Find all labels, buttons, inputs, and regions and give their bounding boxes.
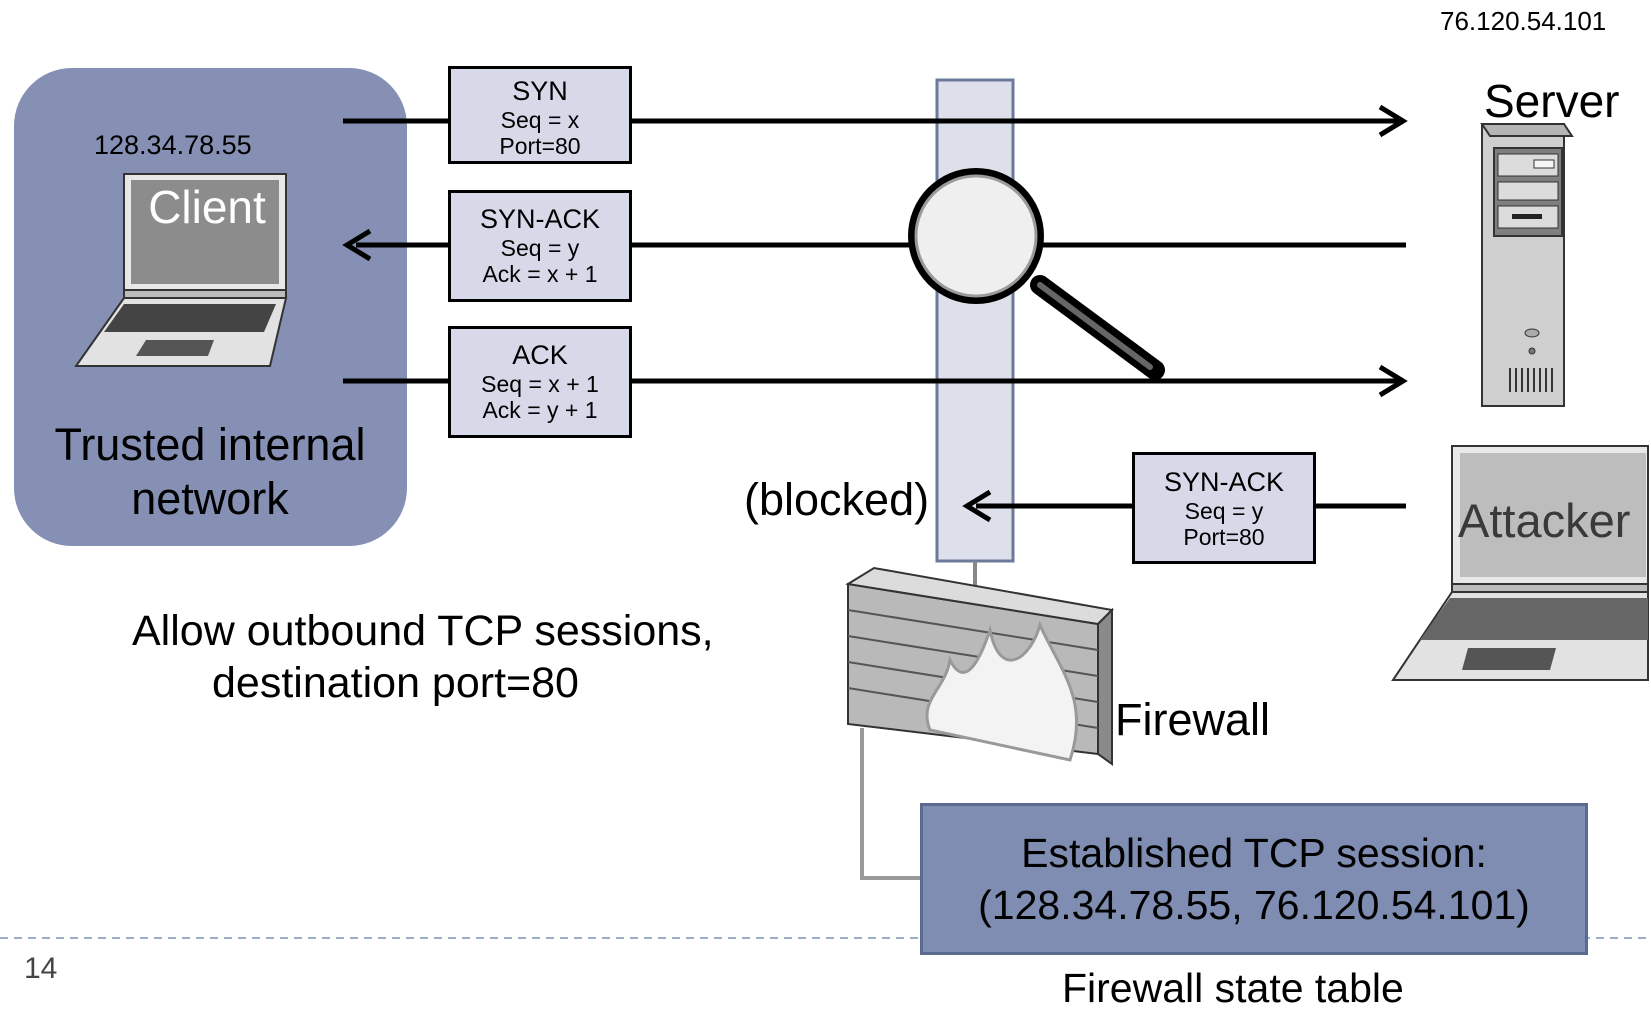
message-line: Port=80 bbox=[1183, 524, 1265, 550]
message-title: SYN bbox=[512, 76, 568, 106]
firewall-label: Firewall bbox=[1115, 694, 1271, 745]
client-label: Client bbox=[148, 181, 266, 233]
attacker-label: Attacker bbox=[1458, 494, 1631, 547]
blocked-label: (blocked) bbox=[744, 474, 930, 525]
page-number: 14 bbox=[24, 952, 58, 985]
firewall-policy: Allow outbound TCP sessions, destination… bbox=[132, 605, 714, 709]
state-table-line-2: (128.34.78.55, 76.120.54.101) bbox=[978, 882, 1530, 928]
message-line: Seq = y bbox=[500, 235, 580, 261]
firewall-wall-icon bbox=[845, 566, 1115, 766]
policy-line-1: Allow outbound TCP sessions, bbox=[132, 607, 714, 655]
trusted-network-line-1: Trusted internal bbox=[54, 419, 366, 470]
message-line: Seq = x + 1 bbox=[481, 371, 599, 397]
message-line: Ack = x + 1 bbox=[482, 261, 598, 287]
magnifying-glass-icon bbox=[908, 168, 1165, 380]
state-table-box: Established TCP session: (128.34.78.55, … bbox=[920, 803, 1588, 955]
client-laptop-icon bbox=[74, 173, 288, 367]
message-title: ACK bbox=[512, 340, 568, 370]
message-line: Port=80 bbox=[499, 133, 581, 159]
policy-line-2: destination port=80 bbox=[212, 659, 579, 707]
server-ip: 76.120.54.101 bbox=[1440, 6, 1607, 36]
state-table-line-1: Established TCP session: bbox=[1021, 830, 1487, 876]
state-table-connector bbox=[860, 728, 922, 880]
server-tower-icon bbox=[1480, 123, 1574, 407]
trusted-network-label: Trusted internal network bbox=[30, 418, 390, 526]
message-line: Ack = y + 1 bbox=[482, 397, 598, 423]
message-line: Seq = x bbox=[500, 107, 580, 133]
state-table-caption: Firewall state table bbox=[1062, 965, 1404, 1011]
server-label: Server bbox=[1484, 75, 1620, 127]
trusted-network-line-2: network bbox=[131, 473, 289, 524]
syn-ack-message-box: SYN-ACK Seq = y Ack = x + 1 bbox=[448, 190, 632, 302]
ack-message-box: ACK Seq = x + 1 Ack = y + 1 bbox=[448, 326, 632, 438]
message-title: SYN-ACK bbox=[479, 204, 601, 234]
syn-message-box: SYN Seq = x Port=80 bbox=[448, 66, 632, 164]
attacker-syn-ack-message-box: SYN-ACK Seq = y Port=80 bbox=[1132, 452, 1316, 564]
message-line: Seq = y bbox=[1184, 498, 1264, 524]
firewall-inspection-column bbox=[935, 78, 1015, 563]
client-ip: 128.34.78.55 bbox=[94, 130, 252, 160]
attacker-laptop-icon bbox=[1391, 445, 1649, 681]
message-title: SYN-ACK bbox=[1163, 467, 1285, 497]
